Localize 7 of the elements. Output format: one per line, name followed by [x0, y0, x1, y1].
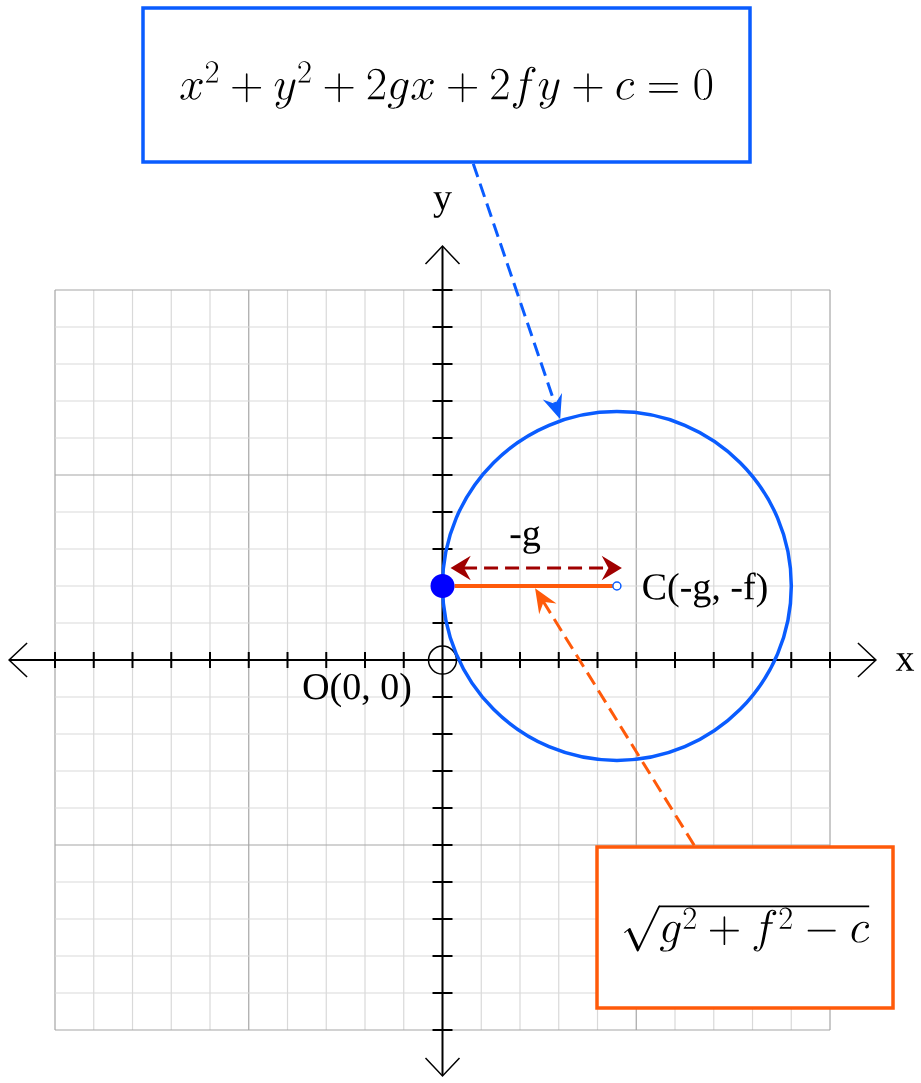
axis-label: x — [895, 653, 915, 671]
equation-box: $x^{2} + y^{2} + 2gx + 2fy + c = 0$ — [141, 6, 752, 164]
circle-outline — [440, 409, 794, 763]
point-label: C(-g, -f) — [643, 572, 767, 608]
axis-label: y — [433, 192, 452, 218]
radius-formula-box: $\sqrt{g^{2} + f^{2} - c}$ — [595, 845, 895, 1010]
point-label: O(0, 0) — [303, 672, 411, 708]
